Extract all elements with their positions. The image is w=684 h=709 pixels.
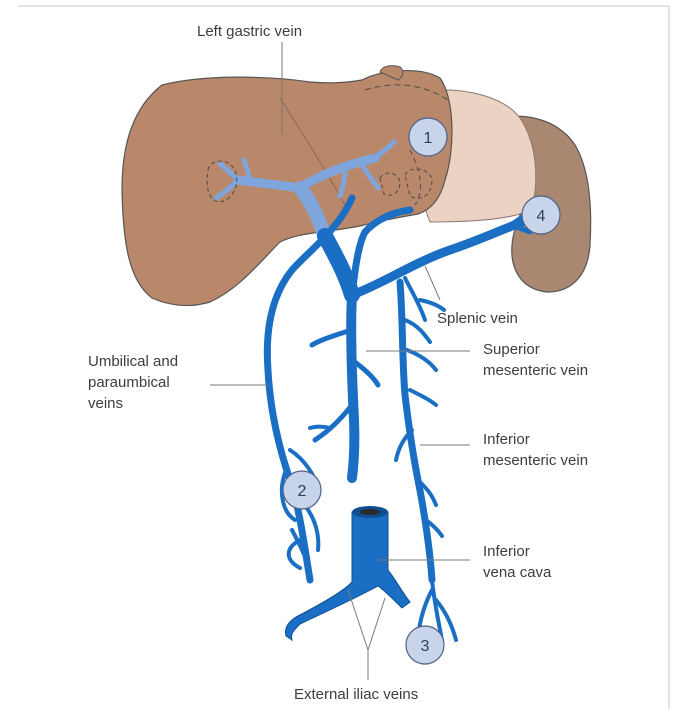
label-left-gastric-vein: Left gastric vein — [197, 23, 302, 40]
label-inferior-mesenteric-line2: mesenteric vein — [483, 452, 588, 469]
label-inferior-mesenteric-line1: Inferior — [483, 431, 530, 448]
label-ivc-line2: vena cava — [483, 564, 552, 581]
svg-text:1: 1 — [424, 130, 433, 147]
label-umbilical-line3: veins — [88, 395, 123, 412]
svg-text:2: 2 — [298, 483, 307, 500]
label-external-iliac-veins: External iliac veins — [294, 686, 418, 703]
marker-3: 3 — [406, 626, 444, 664]
label-superior-line1: Superior — [483, 341, 540, 358]
marker-2: 2 — [283, 471, 321, 509]
label-splenic-vein: Splenic vein — [437, 310, 518, 327]
label-umbilical-line1: Umbilical and — [88, 353, 178, 370]
svg-text:3: 3 — [421, 638, 430, 655]
label-umbilical-line2: paraumbical — [88, 374, 170, 391]
label-superior-line2: mesenteric vein — [483, 362, 588, 379]
label-ivc-line1: Inferior — [483, 543, 530, 560]
svg-text:4: 4 — [537, 208, 546, 225]
marker-4: 4 — [522, 196, 560, 234]
marker-1: 1 — [409, 118, 447, 156]
